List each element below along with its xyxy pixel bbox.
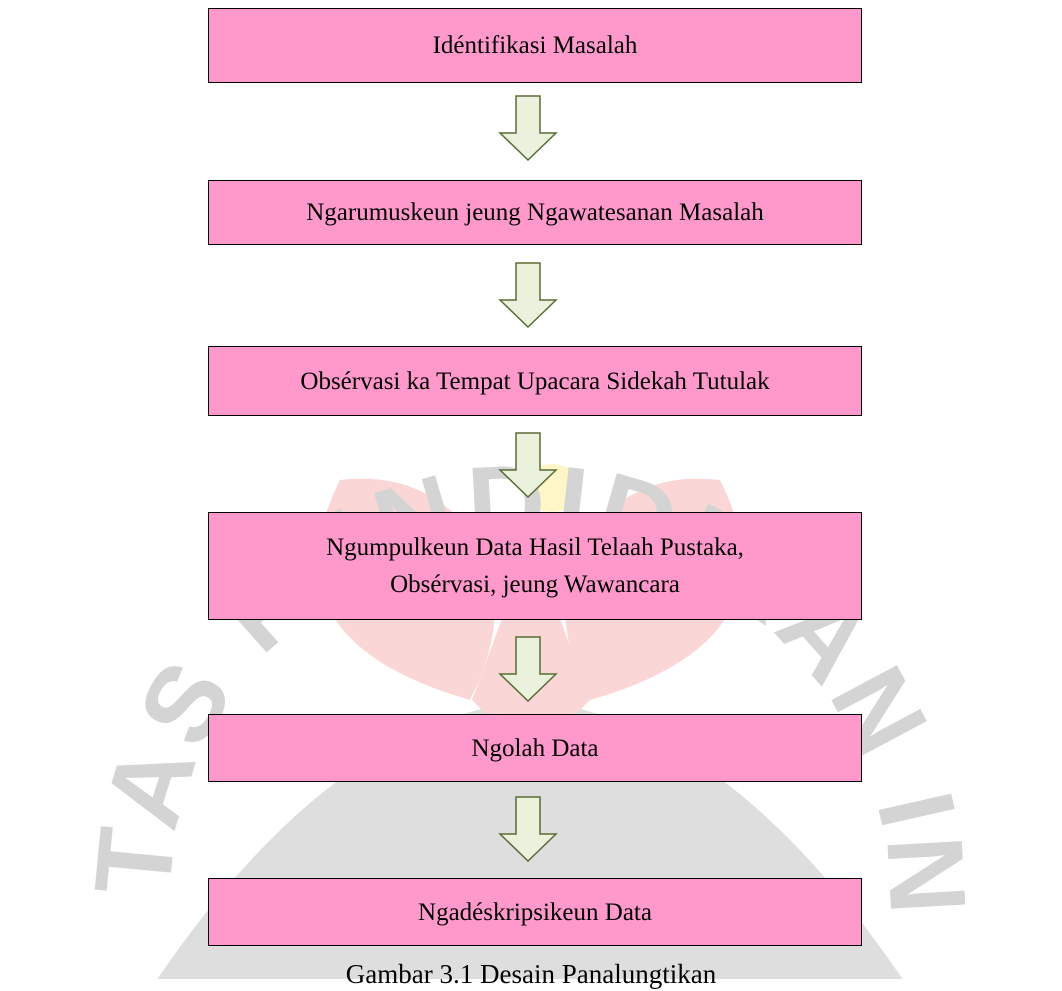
down-arrow-icon (498, 636, 558, 702)
step-label: Ngolah Data (471, 734, 599, 762)
down-arrow-icon (498, 796, 558, 862)
figure-caption: Gambar 3.1 Desain Panalungtikan (345, 959, 717, 989)
step-ngarumuskeun-masalah: Ngarumuskeun jeung Ngawatesanan Masalah (208, 180, 862, 245)
down-arrow-icon (498, 262, 558, 328)
down-arrow-icon (498, 95, 558, 161)
step-label: Ngadéskripsikeun Data (418, 898, 652, 926)
step-label: Ngumpulkeun Data Hasil Telaah Pustaka, O… (326, 534, 744, 598)
step-observasi: Obsérvasi ka Tempat Upacara Sidekah Tutu… (208, 346, 862, 416)
step-label: Ngarumuskeun jeung Ngawatesanan Masalah (306, 199, 764, 226)
step-label: Idéntifikasi Masalah (432, 32, 638, 59)
down-arrow-icon (498, 432, 558, 498)
step-ngadeskripsikeun-data: Ngadéskripsikeun Data (208, 878, 862, 946)
step-ngolah-data: Ngolah Data (208, 714, 862, 782)
step-ngumpulkeun-data: Ngumpulkeun Data Hasil Telaah Pustaka, O… (208, 512, 862, 620)
step-label: Obsérvasi ka Tempat Upacara Sidekah Tutu… (300, 367, 770, 395)
step-identifikasi-masalah: Idéntifikasi Masalah (208, 8, 862, 83)
